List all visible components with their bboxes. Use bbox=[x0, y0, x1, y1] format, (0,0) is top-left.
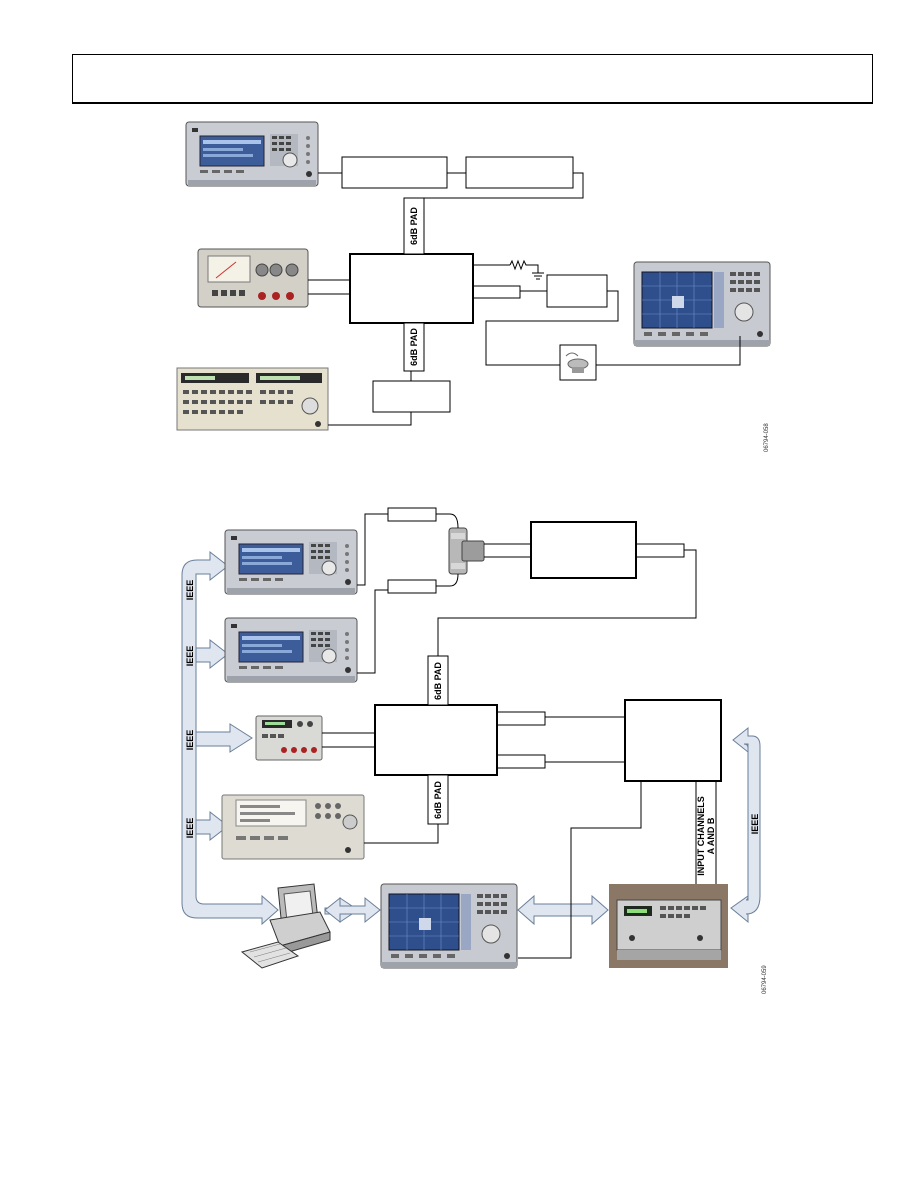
pad-bottom-1-label: 6dB PAD bbox=[409, 328, 419, 366]
wire-balun-meter bbox=[695, 781, 717, 884]
attenuator-box-2 bbox=[387, 579, 437, 594]
page-header bbox=[72, 54, 873, 104]
wire-supply-dut bbox=[308, 279, 350, 295]
pad-bottom-2-label: 6dB PAD bbox=[433, 781, 443, 819]
pad-top-2-label: 6dB PAD bbox=[433, 662, 443, 700]
signal-generator-3 bbox=[224, 529, 358, 595]
figure-id-1: 06794-058 bbox=[764, 423, 770, 452]
power-sensor-1 bbox=[559, 344, 597, 381]
power-supply-1 bbox=[197, 248, 309, 308]
ieee-label-3: IEEE bbox=[185, 730, 195, 751]
attenuator-box-1 bbox=[387, 507, 437, 522]
wire-gen5-pad bbox=[364, 824, 439, 844]
wire-dut-out-1 bbox=[497, 711, 546, 726]
wire-gen4-atten2 bbox=[357, 589, 388, 674]
wire-balun-sensor bbox=[485, 290, 619, 366]
wire-sensor-analyzer bbox=[596, 336, 741, 366]
wire-atten1-combiner bbox=[436, 513, 459, 529]
wire-balun-analyzer bbox=[518, 781, 642, 959]
ieee-label-5: IEEE bbox=[750, 814, 760, 835]
ieee-bus bbox=[181, 550, 761, 926]
diagram-2: 6dB PAD 6dB PAD IEEE IEEE IEEE IEEE IEEE… bbox=[181, 507, 768, 994]
pad-bottom-1 bbox=[403, 322, 425, 372]
filter-box-4 bbox=[530, 521, 637, 579]
wire-dut-balun bbox=[545, 716, 625, 763]
termination-resistor bbox=[509, 259, 539, 273]
wire-combiner-filter bbox=[484, 543, 531, 558]
combiner bbox=[448, 527, 485, 575]
spectrum-analyzer-1 bbox=[633, 261, 771, 347]
wire-filter-out bbox=[636, 543, 685, 558]
signal-generator-2 bbox=[176, 367, 329, 431]
signal-generator-1 bbox=[185, 121, 319, 187]
ieee-label-1: IEEE bbox=[185, 580, 195, 601]
pad-top-1-label: 6dB PAD bbox=[409, 207, 419, 245]
diagram-1: 6dB PAD 6dB PAD 06794-058 bbox=[176, 121, 771, 452]
wire-supply-dut-2 bbox=[322, 732, 375, 748]
power-meter bbox=[609, 884, 728, 968]
input-channels-sublabel: A AND B bbox=[706, 817, 716, 854]
signal-generator-4 bbox=[224, 617, 358, 683]
ground-symbol bbox=[532, 272, 544, 280]
ieee-label-4: IEEE bbox=[185, 818, 195, 839]
balun-board bbox=[624, 699, 722, 782]
dut-board-2 bbox=[374, 704, 498, 776]
filter-box-1 bbox=[341, 156, 448, 189]
computer bbox=[240, 883, 331, 969]
balun-box bbox=[546, 274, 608, 308]
wire-filter-pad bbox=[437, 549, 697, 656]
ieee-label-2: IEEE bbox=[185, 646, 195, 667]
wire-gen3-atten1 bbox=[357, 513, 388, 586]
filter-box-2 bbox=[465, 156, 574, 189]
wire-atten2-combiner bbox=[436, 573, 459, 587]
power-supply-2 bbox=[255, 715, 323, 761]
spectrum-analyzer-2 bbox=[380, 883, 518, 969]
wire-dut-out-2 bbox=[497, 754, 546, 769]
dut-board-1 bbox=[349, 253, 474, 324]
filter-box-3 bbox=[372, 380, 451, 413]
wire-gen2-filter3 bbox=[328, 412, 412, 426]
wire-filter2-pad bbox=[414, 172, 584, 199]
signal-generator-5 bbox=[221, 794, 365, 860]
wire-dut-balun bbox=[473, 285, 521, 299]
input-channels-label: INPUT CHANNELS bbox=[696, 796, 706, 876]
figure-id-2: 06794-059 bbox=[762, 965, 768, 994]
